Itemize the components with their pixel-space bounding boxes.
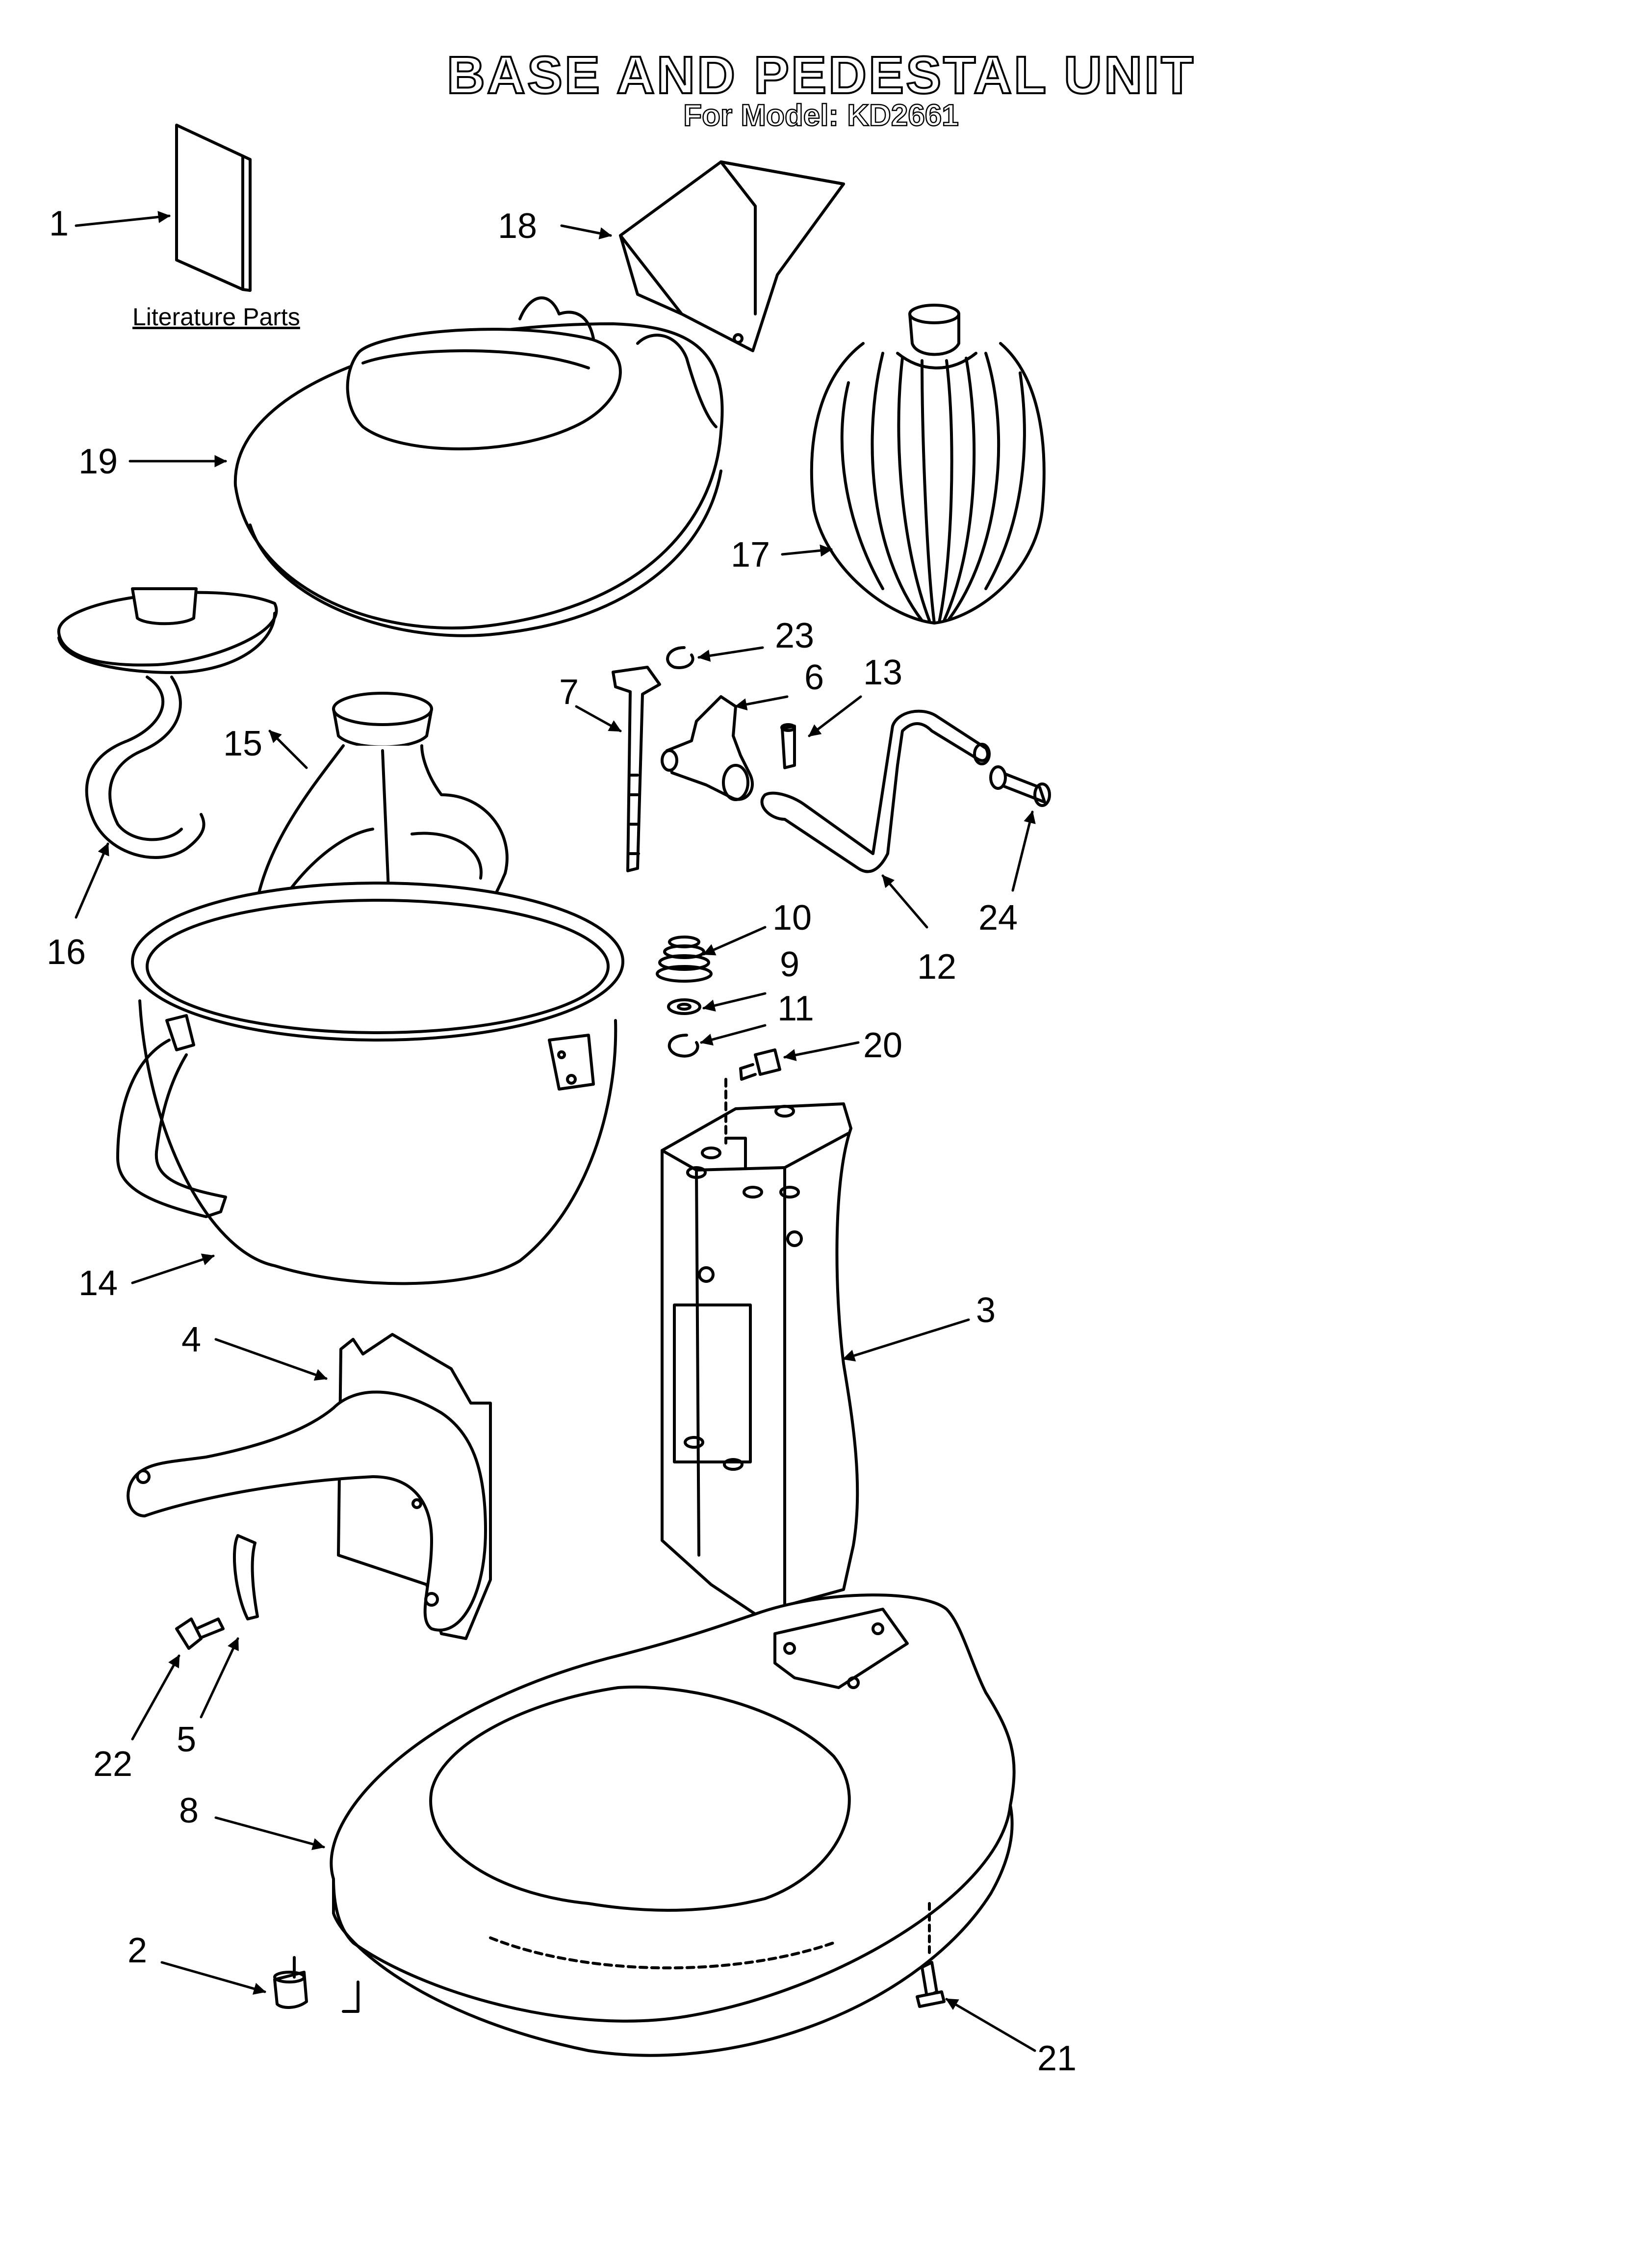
- callout-16: 16: [47, 933, 86, 972]
- leader-4: [214, 1338, 328, 1381]
- leader-3: [842, 1318, 970, 1362]
- diagram-subtitle: For Model: KD2661: [683, 98, 959, 133]
- callout-4: 4: [181, 1320, 202, 1359]
- leader-15: [268, 730, 308, 769]
- callout-24: 24: [978, 898, 1018, 938]
- callout-2: 2: [128, 1931, 148, 1970]
- leader-20: [783, 1041, 860, 1061]
- callout-14: 14: [78, 1264, 118, 1303]
- leader-7: [575, 705, 622, 732]
- callout-9: 9: [780, 945, 800, 984]
- literature-parts-label: Literature Parts: [132, 303, 300, 331]
- part-wire-whip: [810, 304, 1046, 625]
- part-screw-side: [175, 1617, 225, 1650]
- part-rubber-foot: [273, 1956, 359, 2013]
- part-washer: [667, 998, 701, 1015]
- part-pouring-shield: [619, 160, 845, 352]
- part-handle-grip: [989, 765, 1051, 807]
- callout-7: 7: [559, 673, 579, 712]
- leader-22: [131, 1654, 180, 1741]
- leader-24: [1011, 810, 1036, 892]
- callout-8: 8: [179, 1791, 199, 1830]
- part-base: [330, 1593, 1016, 2057]
- leader-8: [214, 1816, 325, 1851]
- part-lever-handle: [760, 709, 991, 873]
- callout-22: 22: [93, 1745, 133, 1784]
- callout-21: 21: [1037, 2039, 1077, 2078]
- leader-11: [700, 1024, 767, 1046]
- part-spring: [656, 936, 713, 983]
- leader-6: [734, 695, 789, 711]
- callout-1: 1: [49, 204, 69, 243]
- part-bowl-support: [127, 1333, 492, 1640]
- leader-16: [75, 842, 109, 919]
- callout-23: 23: [775, 616, 815, 655]
- leader-21: [945, 1998, 1036, 2052]
- callout-6: 6: [804, 658, 824, 697]
- part-retaining-ring: [667, 1034, 699, 1058]
- callout-17: 17: [731, 535, 770, 574]
- leader-18: [560, 224, 612, 239]
- diagram-title: BASE AND PEDESTAL UNIT: [446, 44, 1196, 105]
- callout-3: 3: [976, 1291, 996, 1330]
- part-clip: [233, 1534, 259, 1620]
- part-screw-bottom: [916, 1902, 946, 2008]
- leader-14: [131, 1253, 215, 1284]
- callout-5: 5: [177, 1720, 197, 1759]
- part-bowl-lid: [233, 296, 724, 637]
- part-pedestal: [661, 1078, 859, 1616]
- leader-13: [808, 695, 862, 737]
- part-mixing-bowl: [116, 882, 624, 1285]
- leader-1: [75, 210, 171, 227]
- callout-20: 20: [863, 1026, 903, 1065]
- leader-5: [200, 1637, 239, 1719]
- part-retaining-ring-top: [666, 646, 694, 669]
- callout-19: 19: [78, 442, 118, 481]
- callout-10: 10: [772, 898, 812, 938]
- leader-9: [702, 992, 767, 1012]
- callout-leaders: [75, 210, 1036, 2052]
- callout-11: 11: [777, 989, 814, 1028]
- part-pivot-bracket: [661, 695, 754, 801]
- leader-23: [697, 646, 764, 662]
- part-literature-booklet: [175, 124, 252, 292]
- part-screw-top: [739, 1048, 781, 1081]
- callout-18: 18: [498, 207, 538, 246]
- callout-13: 13: [863, 653, 903, 692]
- leader-12: [881, 874, 928, 929]
- leader-17: [781, 544, 833, 557]
- part-roll-pin: [780, 723, 796, 769]
- part-pin-shaft: [612, 666, 661, 872]
- callout-15: 15: [223, 724, 263, 763]
- callout-12: 12: [917, 947, 957, 987]
- part-dough-hook: [57, 587, 278, 859]
- leader-10: [702, 926, 767, 956]
- leader-2: [160, 1961, 266, 1995]
